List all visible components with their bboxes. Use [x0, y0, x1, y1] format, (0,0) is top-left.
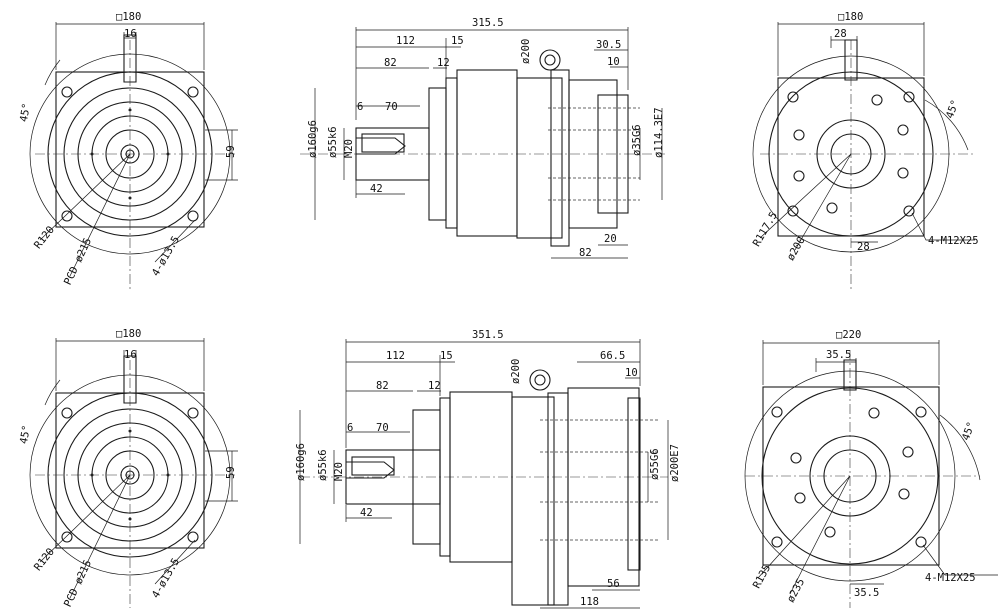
bottom-side-flange-t: 15 — [440, 350, 453, 362]
top-side-shaft-dia: ø55k6 — [327, 126, 339, 158]
top-rear-view: □180 28 45° R117.5 ø200 28 4-M12X25 — [751, 11, 979, 290]
bottom-side-shaft-tip: 42 — [360, 507, 373, 519]
top-front-angle: 45° — [18, 102, 33, 123]
top-side-mount-len: 30.5 — [596, 39, 621, 51]
bottom-rear-taps: 4-M12X25 — [925, 572, 976, 584]
top-side-depth: 20 — [604, 233, 617, 245]
bottom-front-pcd: PCD ø215 — [62, 558, 94, 609]
bottom-rear-radius: R135 — [751, 563, 773, 591]
bottom-side-view: 351.5 112 15 82 12 ø200 66.5 10 6 70 M20… — [295, 329, 681, 609]
top-side-flange-dia: ø200 — [520, 39, 532, 64]
top-side-shaft-tip: 42 — [370, 183, 383, 195]
top-side-mount-t: 10 — [607, 56, 620, 68]
bottom-side-key-len: 70 — [376, 422, 389, 434]
top-rear-key-offset: 28 — [857, 241, 870, 253]
bottom-side-depth: 56 — [607, 578, 620, 590]
bottom-side-total-length: 351.5 — [472, 329, 504, 341]
bottom-rear-square: □220 — [836, 329, 861, 341]
top-rear-taps: 4-M12X25 — [928, 235, 979, 247]
top-side-pilot-dia: ø160g6 — [307, 120, 319, 158]
top-front-key-width: 16 — [124, 28, 137, 40]
bottom-front-square: □180 — [116, 328, 141, 340]
bottom-side-key-pos: 6 — [347, 422, 353, 434]
top-side-shoulder: 12 — [437, 57, 450, 69]
bottom-rear-angle: 45° — [960, 420, 978, 442]
bottom-rear-key-offset: 35.5 — [854, 587, 879, 599]
bottom-side-shoulder: 12 — [428, 380, 441, 392]
bottom-front-holes: 4-ø13.5 — [150, 556, 183, 600]
top-side-spigot: ø114.3E7 — [653, 107, 665, 158]
bottom-side-spigot: ø200E7 — [669, 444, 681, 482]
top-side-bore: ø35G6 — [631, 124, 643, 156]
bottom-rear-pcd: ø235 — [785, 577, 807, 605]
top-front-offset: 59 — [225, 145, 237, 158]
bottom-front-view: □180 16 45° 59 R120 PCD ø215 4-ø13.5 — [18, 328, 238, 609]
top-side-flange-t: 15 — [451, 35, 464, 47]
bottom-side-flange-dia: ø200 — [510, 359, 522, 384]
top-side-housing-len: 112 — [396, 35, 415, 47]
top-front-view: □180 16 45° 59 R120 PCD ø215 4-ø13.5 — [18, 11, 238, 292]
bottom-rear-key-width: 35.5 — [826, 349, 851, 361]
bottom-front-key-width: 16 — [124, 349, 137, 361]
top-side-key-len: 70 — [385, 101, 398, 113]
bottom-front-angle: 45° — [18, 424, 33, 445]
bottom-side-motor-len: 118 — [580, 596, 599, 608]
bottom-side-mount-t: 10 — [625, 367, 638, 379]
bottom-side-mount-len: 66.5 — [600, 350, 625, 362]
top-side-motor-len: 82 — [579, 247, 592, 259]
top-side-key-pos: 6 — [357, 101, 363, 113]
top-side-shaft-len: 82 — [384, 57, 397, 69]
bottom-side-bore: ø55G6 — [649, 448, 661, 480]
top-front-radius: R120 — [32, 224, 57, 251]
top-front-pcd: PCD ø215 — [62, 236, 94, 287]
top-side-view: 315.5 112 15 82 12 ø200 30.5 10 6 70 M20… — [300, 17, 665, 259]
top-rear-radius: R117.5 — [751, 210, 780, 249]
top-side-total-length: 315.5 — [472, 17, 504, 29]
bottom-side-shaft-len: 82 — [376, 380, 389, 392]
top-side-thread: M20 — [343, 139, 355, 158]
bottom-rear-view: □220 35.5 45° R135 ø235 35.5 4-M12X25 — [744, 329, 998, 608]
bottom-side-shaft-dia: ø55k6 — [317, 449, 329, 481]
top-rear-square: □180 — [838, 11, 863, 23]
bottom-side-thread: M20 — [333, 462, 345, 481]
top-front-square: □180 — [116, 11, 141, 23]
top-rear-pcd: ø200 — [785, 235, 808, 263]
bottom-side-housing-len: 112 — [386, 350, 405, 362]
bottom-side-pilot-dia: ø160g6 — [295, 443, 307, 481]
top-front-holes: 4-ø13.5 — [150, 234, 183, 278]
bottom-front-radius: R120 — [32, 546, 57, 573]
top-rear-key-width: 28 — [834, 28, 847, 40]
top-rear-angle: 45° — [944, 98, 962, 120]
bottom-front-offset: 59 — [225, 466, 237, 479]
